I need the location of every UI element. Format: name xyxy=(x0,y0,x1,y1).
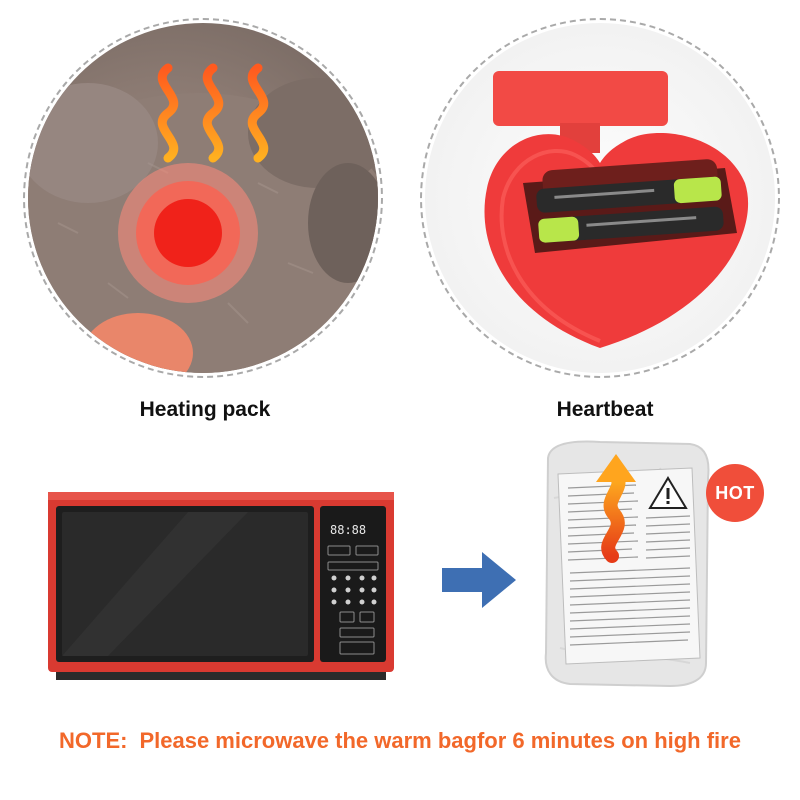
svg-text:88:88: 88:88 xyxy=(330,523,366,537)
heating-pack-circle-border xyxy=(23,18,383,378)
heartbeat-photo xyxy=(425,23,775,373)
microwave-illustration: 88:88 xyxy=(48,492,394,680)
heartbeat-circle-border xyxy=(420,18,780,378)
plush-illustration xyxy=(28,78,378,373)
hot-badge-text: HOT xyxy=(715,482,755,503)
warning-triangle-icon xyxy=(648,476,688,509)
microwave-display: 88:88 xyxy=(330,523,366,537)
heat-arrow-icon xyxy=(596,454,636,563)
heart-battery-box-illustration xyxy=(484,71,749,348)
heat-waves-icon xyxy=(157,63,269,163)
note-text: Please microwave the warm bagfor 6 minut… xyxy=(139,728,741,753)
heating-pack-photo xyxy=(28,23,378,373)
note-lead: NOTE: xyxy=(59,728,128,753)
heat-spot-icon xyxy=(118,163,258,303)
arrow-right-icon xyxy=(442,552,516,608)
heartbeat-label: Heartbeat xyxy=(556,398,654,421)
heating-pack-label: Heating pack xyxy=(139,398,271,421)
hot-badge: HOT xyxy=(706,464,764,522)
heat-bag-illustration xyxy=(544,440,710,688)
microwave-note: NOTE: Please microwave the warm bagfor 6 … xyxy=(0,728,800,754)
